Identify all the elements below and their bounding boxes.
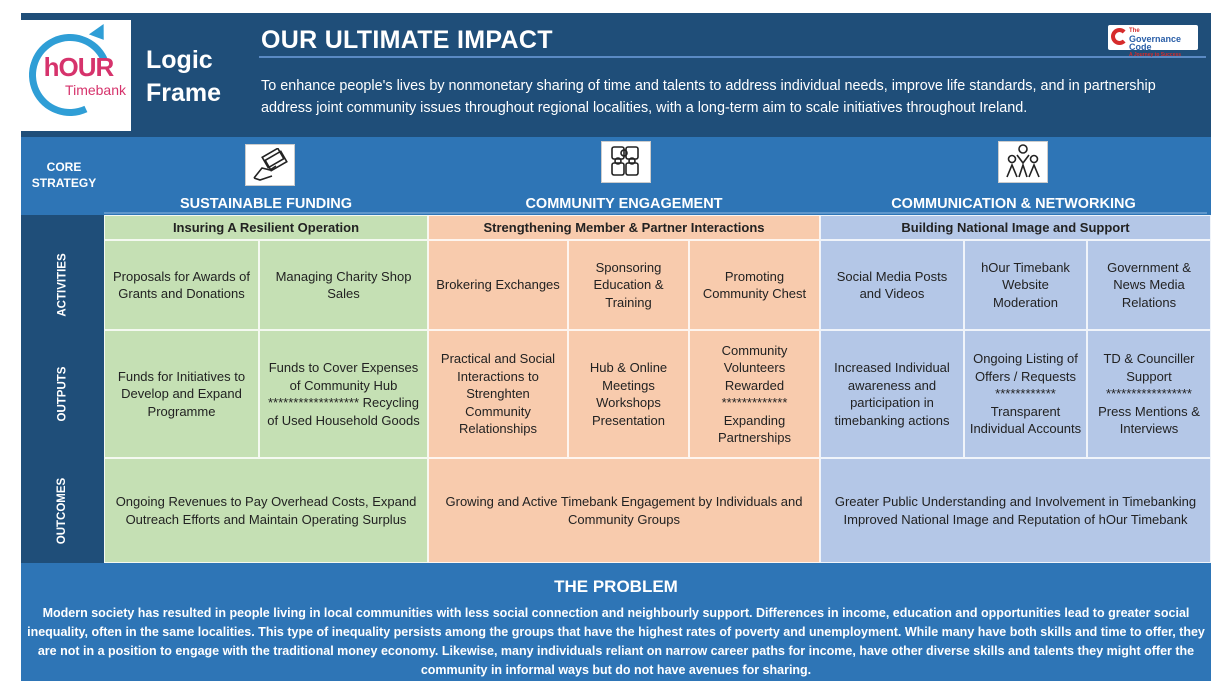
activity-education: Sponsoring Education & Training: [568, 240, 689, 330]
problem-band: [21, 563, 1211, 681]
outcome-engagement: Growing and Active Timebank Engagement b…: [428, 458, 820, 563]
problem-title: THE PROBLEM: [554, 577, 678, 596]
activity-grants: Proposals for Awards of Grants and Donat…: [104, 240, 259, 330]
output-td-support: TD & Counciller Support ****************…: [1087, 330, 1211, 458]
networking-header: Building National Image and Support: [820, 215, 1211, 240]
strategy-title-engagement: COMMUNITY ENGAGEMENT: [525, 196, 723, 212]
impact-divider: [259, 56, 1206, 58]
activity-media-relations: Government & News Media Relations: [1087, 240, 1211, 330]
activity-community-chest: Promoting Community Chest: [689, 240, 820, 330]
strategy-title-networking: COMMUNICATION & NETWORKING: [891, 196, 1136, 212]
governance-c-icon: [1111, 28, 1128, 45]
engagement-column: [428, 215, 820, 563]
activity-charity-shop: Managing Charity Shop Sales: [259, 240, 428, 330]
funding-column: [104, 215, 428, 563]
impact-statement: To enhance people's lives by nonmonetary…: [261, 78, 1156, 116]
activity-website: hOur Timebank Website Moderation: [964, 240, 1087, 330]
strategy-divider: [104, 212, 1207, 214]
logo-hour-text: hOUR: [43, 52, 115, 82]
strategy-title-funding: SUSTAINABLE FUNDING: [179, 196, 353, 212]
header-band: [21, 13, 1211, 137]
core-strategy-label: CORE STRATEGY: [31, 160, 97, 190]
hand-money-icon: [245, 144, 295, 186]
activity-brokering: Brokering Exchanges: [428, 240, 568, 330]
outcome-funding: Ongoing Revenues to Pay Overhead Costs, …: [104, 458, 428, 563]
problem-statement: Modern society has resulted in people li…: [27, 606, 1205, 677]
outcome-networking: Greater Public Understanding and Involve…: [820, 458, 1211, 563]
output-funds-hub: Funds to Cover Expenses of Community Hub…: [259, 330, 428, 458]
puzzle-pieces-icon: [601, 141, 651, 183]
people-network-icon: [998, 141, 1048, 183]
governance-logo-text: The Governance Code A Journey to Success: [1129, 28, 1182, 58]
engagement-header: Strengthening Member & Partner Interacti…: [428, 215, 820, 240]
logo-timebank-text: Timebank: [65, 82, 126, 98]
output-volunteers: Community Volunteers Rewarded **********…: [689, 330, 820, 458]
output-awareness: Increased Individual awareness and parti…: [820, 330, 964, 458]
output-interactions: Practical and Social Interactions to Str…: [428, 330, 568, 458]
impact-title: OUR ULTIMATE IMPACT: [261, 26, 553, 54]
row-label-column: [21, 215, 104, 563]
governance-code-logo: The Governance Code A Journey to Success: [1108, 25, 1198, 58]
output-funds-initiatives: Funds for Initiatives to Develop and Exp…: [104, 330, 259, 458]
activity-social-media: Social Media Posts and Videos: [820, 240, 964, 330]
logic-frame-title: Logic Frame: [146, 46, 222, 107]
row-label-outputs: OUTPUTS: [56, 366, 69, 422]
output-listings: Ongoing Listing of Offers / Requests ***…: [964, 330, 1087, 458]
row-label-outcomes: OUTCOMES: [56, 477, 69, 544]
funding-header: Insuring A Resilient Operation: [104, 215, 428, 240]
row-label-activities: ACTIVITIES: [56, 253, 69, 317]
hour-timebank-logo: hOUR Timebank: [17, 20, 131, 131]
output-meetings: Hub & Online Meetings Workshops Presenta…: [568, 330, 689, 458]
networking-column: [820, 215, 1211, 563]
